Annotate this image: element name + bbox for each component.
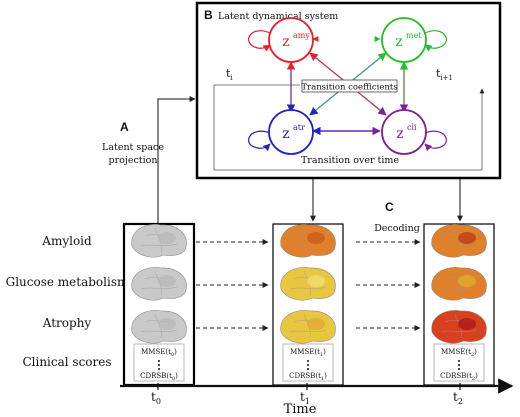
self-loop-atr (248, 130, 271, 152)
timepoint-label: t2 (453, 390, 463, 406)
brain-image (431, 224, 487, 258)
panel-b: B Latent dynamical system ti ti+1 Transi… (195, 1, 502, 180)
clinical-scores-box: MMSE(t2) CDRSB(t2) (433, 343, 485, 382)
brain-image (280, 310, 336, 344)
row-label-glucose: Glucose metabolism (6, 275, 129, 289)
row-label-amyloid: Amyloid (41, 234, 92, 248)
svg-text:z: z (395, 34, 402, 50)
brain-image (131, 224, 187, 258)
svg-text:z: z (282, 126, 289, 142)
timepoint-box-0: MMSE(t0) CDRSB(t0) (122, 222, 196, 387)
panel-c-letter: C (385, 200, 394, 214)
panel-c-label: Decoding (374, 223, 420, 234)
timepoint-boxes: MMSE(t0)CDRSB(t0)MMSE(t1)CDRSB(t1)MMSE(t… (122, 222, 495, 387)
dashed-arrows (196, 239, 421, 331)
row-labels: Amyloid Glucose metabolism Atrophy Clini… (6, 234, 129, 369)
panel-b-letter: B (204, 8, 213, 22)
panel-b-title: Latent dynamical system (218, 11, 338, 22)
brain-image (280, 267, 336, 301)
timepoint-label: t0 (151, 390, 161, 406)
panel-a-label-line2: projection (109, 155, 158, 166)
brain-image (280, 224, 336, 258)
svg-text:cli: cli (407, 123, 417, 132)
svg-text:z: z (396, 126, 403, 142)
brain-image (431, 310, 487, 344)
mmse-label: MMSE(t0) (141, 348, 177, 358)
panel-c: C Decoding (310, 179, 463, 234)
brain-image (131, 267, 187, 301)
transition-coefficients-box (301, 79, 398, 93)
svg-text:ti: ti (226, 67, 233, 82)
clinical-scores-box: MMSE(t0) CDRSB(t0) (133, 343, 185, 382)
panel-a: A Latent space projection (102, 96, 196, 224)
brain-image (431, 267, 487, 301)
node-atr: z atr (268, 109, 314, 155)
transition-loop-line (213, 84, 485, 171)
svg-text:z: z (282, 34, 289, 50)
node-met: z met (381, 17, 427, 63)
panel-a-label-line1: Latent space (102, 142, 164, 153)
projection-arrow (157, 96, 196, 224)
cdrsb-label: CDRSB(t0) (140, 372, 178, 382)
timepoint-ticks: t0 t1 t2 (151, 383, 463, 406)
clinical-scores-box: MMSE(t1) CDRSB(t1) (282, 343, 334, 382)
svg-text:met: met (406, 31, 422, 40)
row-label-atrophy: Atrophy (42, 316, 92, 330)
self-loop-amy (248, 30, 271, 52)
panel-a-letter: A (120, 120, 129, 134)
node-amy: z amy (268, 17, 314, 63)
mmse-label: MMSE(t1) (290, 348, 326, 358)
time-axis: Time (120, 378, 514, 417)
timepoint-box-1: MMSE(t1) CDRSB(t1) (272, 223, 344, 386)
svg-text:ti+1: ti+1 (436, 67, 453, 82)
transition-over-time-label: Transition over time (301, 155, 399, 166)
transition-coefficients-label: Transition coefficients (301, 83, 397, 93)
cdrsb-label: CDRSB(t2) (440, 372, 478, 382)
timepoint-box-2: MMSE(t2) CDRSB(t2) (423, 223, 495, 386)
row-label-clinical: Clinical scores (22, 355, 111, 369)
timepoint-label: t1 (300, 390, 310, 406)
node-cli: z cli (381, 109, 427, 155)
svg-text:atr: atr (293, 123, 305, 132)
t-i1-label: t (436, 67, 441, 80)
self-loop-met (424, 30, 447, 52)
mmse-label: MMSE(t2) (441, 348, 477, 358)
cdrsb-label: CDRSB(t1) (289, 372, 327, 382)
brain-image (131, 310, 187, 344)
self-loop-cli (424, 130, 447, 152)
time-axis-label: Time (284, 402, 317, 417)
svg-text:amy: amy (293, 31, 310, 40)
t-i-label: t (226, 67, 231, 80)
